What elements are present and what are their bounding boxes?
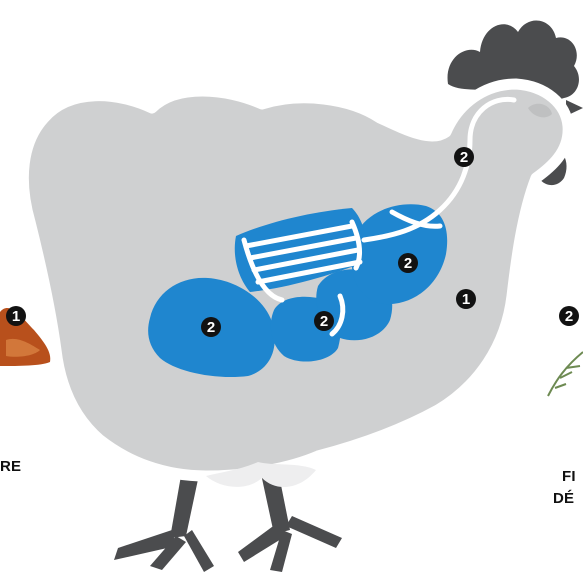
- marker-neck: 2: [454, 147, 474, 167]
- marker-body-right: 1: [456, 289, 476, 309]
- svg-text:2: 2: [565, 308, 573, 325]
- marker-left-edge: 1: [6, 306, 26, 326]
- marker-organ-middle: 2: [314, 311, 334, 331]
- marker-organ-left: 2: [201, 317, 221, 337]
- marker-organ-right: 2: [398, 253, 418, 273]
- right-caption-line-2: DÉ: [553, 488, 574, 510]
- marker-right-edge: 2: [559, 306, 579, 326]
- svg-text:2: 2: [207, 319, 215, 336]
- svg-text:1: 1: [462, 291, 470, 308]
- svg-text:1: 1: [12, 308, 20, 325]
- herb-illustration: [548, 352, 583, 396]
- svg-text:2: 2: [460, 149, 468, 166]
- svg-text:2: 2: [320, 313, 328, 330]
- left-caption: RE: [0, 456, 21, 478]
- right-caption-line-1: FI: [562, 466, 576, 488]
- svg-text:2: 2: [404, 255, 412, 272]
